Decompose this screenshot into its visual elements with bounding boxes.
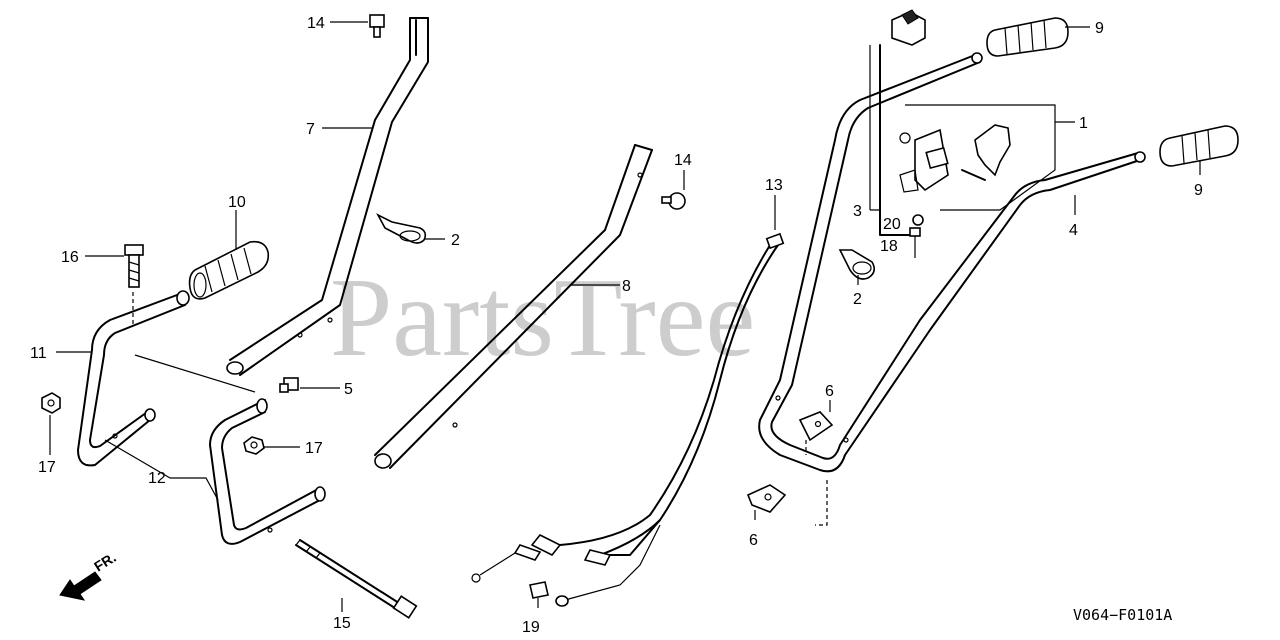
part-17-nut-left[interactable] [41, 392, 61, 414]
part-13-throttle-cable[interactable] [471, 232, 785, 583]
callout-15: 15 [333, 615, 351, 632]
part-11-lower-bar[interactable] [77, 290, 190, 467]
callout-14: 14 [674, 152, 692, 169]
part-2-clamp-left[interactable] [376, 213, 427, 244]
callout-17: 17 [38, 459, 56, 476]
callout-2: 2 [451, 232, 460, 249]
front-arrow-icon [59, 571, 102, 601]
callout-12: 12 [148, 470, 166, 487]
callout-20: 20 [883, 216, 901, 233]
part-9-grip-upper[interactable] [986, 17, 1069, 57]
part-1-throttle-assembly[interactable] [899, 104, 1056, 258]
part-5-bolt[interactable] [279, 377, 299, 393]
diagram-code: V064−F0101A [1073, 606, 1172, 624]
part-6-clip-lower[interactable] [746, 484, 787, 513]
callout-11: 11 [30, 345, 47, 362]
callout-18: 18 [880, 238, 898, 255]
callout-16: 16 [61, 249, 79, 266]
leader-lines [49, 21, 1201, 612]
front-label: FR. [91, 549, 119, 575]
part-7-handle-bar[interactable] [226, 17, 429, 376]
part-10-grip[interactable] [188, 240, 270, 300]
callout-8: 8 [622, 278, 631, 295]
part-17-nut-center[interactable] [243, 436, 265, 455]
part-9-grip-lower[interactable] [1159, 125, 1239, 167]
front-direction-indicator: FR. [59, 549, 119, 601]
part-14-bolt-upper[interactable] [369, 14, 385, 38]
callout-5: 5 [344, 381, 353, 398]
part-14-bolt-lower[interactable] [661, 192, 686, 210]
callout-13: 13 [765, 177, 783, 194]
callout-10: 10 [228, 194, 246, 211]
watermark: PartsTree [330, 256, 755, 380]
callout-9: 9 [1095, 20, 1104, 37]
part-8-handle-bar[interactable] [374, 144, 653, 469]
part-2-clamp-right[interactable] [838, 249, 876, 280]
callout-7: 7 [306, 121, 315, 138]
part-19-cable-fitting[interactable] [529, 519, 661, 608]
callout-2: 2 [853, 291, 862, 308]
callout-14: 14 [307, 15, 325, 32]
part-16-bolt[interactable] [124, 244, 144, 325]
callout-3: 3 [853, 203, 862, 220]
callout-19: 19 [522, 619, 540, 636]
callout-9: 9 [1194, 182, 1203, 199]
part-4-main-handle[interactable] [758, 52, 1146, 473]
callout-17: 17 [305, 440, 323, 457]
part-3-throttle-lever-assembly[interactable] [879, 9, 926, 236]
callout-6: 6 [749, 532, 758, 549]
part-6-clip-upper[interactable] [798, 411, 834, 442]
part-15-long-bolt[interactable] [295, 539, 418, 619]
callout-6: 6 [825, 383, 834, 400]
callout-4: 4 [1069, 222, 1078, 239]
part-12-lower-bar[interactable] [134, 354, 326, 545]
callout-1: 1 [1079, 115, 1088, 132]
callout-labels: 14 7 10 16 2 11 17 12 5 17 15 14 8 13 19… [30, 15, 1203, 636]
